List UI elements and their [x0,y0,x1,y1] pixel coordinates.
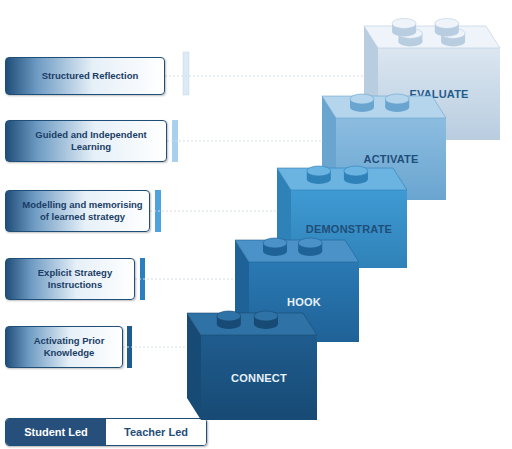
stage-label: Modelling and memorising of learned stra… [20,199,145,223]
block-top [277,168,407,190]
block-top [235,240,359,262]
legend-swatch: Student Led [6,419,106,445]
legend-label: Student Led [24,426,88,438]
block-stud [298,238,322,248]
stage-label-box: Structured Reflection [5,57,165,95]
block-side [187,313,201,420]
block-stud [435,19,459,29]
block-stud [344,166,368,176]
stage-label: Guided and Independent Learning [20,129,162,153]
leader-connector [167,141,336,142]
block-stud [392,19,416,29]
legend-bar: Student Led Teacher Led [5,418,207,446]
stage-label: Explicit Strategy Instructions [20,267,130,291]
block-label: CONNECT [231,372,287,384]
stage-label-box: Explicit Strategy Instructions [5,258,135,300]
block-label: DEMONSTRATE [306,223,392,235]
leader-connector [135,279,249,280]
legend-label: Teacher Led [124,426,188,438]
block-stud [350,94,374,104]
block-label: HOOK [287,296,321,308]
block-top [364,26,500,48]
block-stud [217,311,241,321]
block-stud [263,238,287,248]
lego-block: CONNECT [201,335,317,420]
block-stud [307,166,331,176]
accent-bar [183,52,189,95]
leader-connector [150,211,291,212]
block-top [322,96,446,118]
block-label: ACTIVATE [364,153,419,165]
stage-label-box: Guided and Independent Learning [5,120,167,162]
legend-swatch: Teacher Led [106,419,206,445]
block-stud [385,94,409,104]
stage-label-box: Modelling and memorising of learned stra… [5,190,150,232]
block-stud [254,311,278,321]
stage-label: Structured Reflection [42,70,139,82]
stage-label-box: Activating Prior Knowledge [5,326,123,368]
leader-connector [165,76,378,77]
block-top [187,313,317,335]
stage-label: Activating Prior Knowledge [20,335,118,359]
